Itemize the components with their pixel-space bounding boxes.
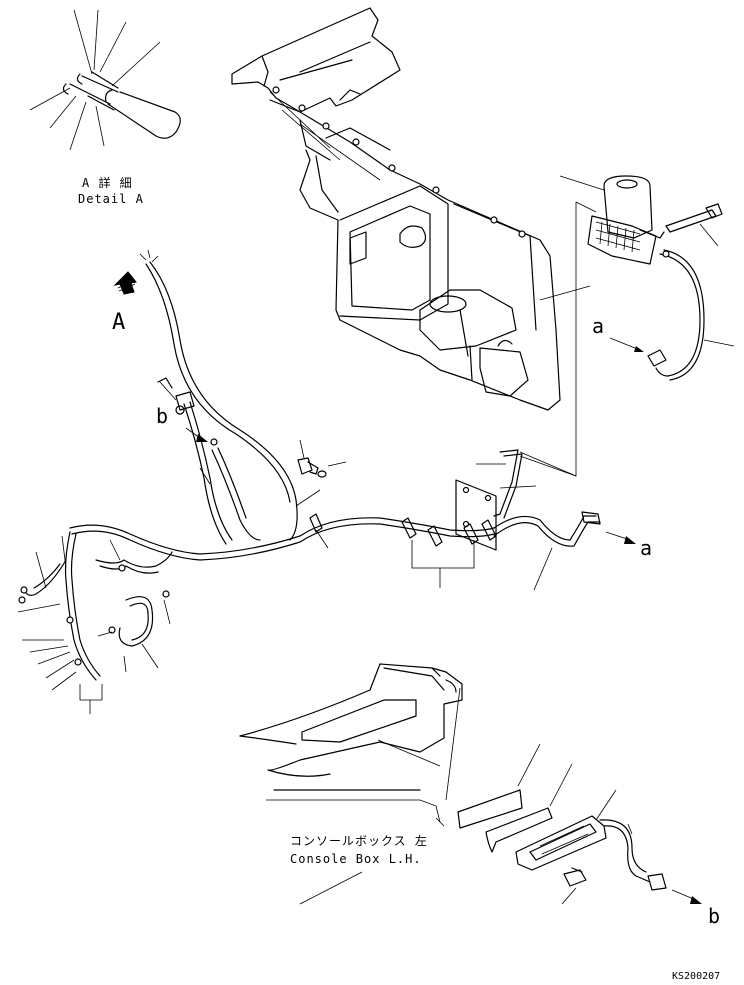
right-cable xyxy=(493,511,636,591)
buzzer-assembly xyxy=(519,175,735,477)
detail-a-title-en: Detail A xyxy=(78,192,144,206)
view-a-label: A xyxy=(112,310,126,335)
connector-a-label-top: a xyxy=(592,314,605,338)
connector-b-label-left: b xyxy=(156,404,169,428)
detail-a-drawing xyxy=(29,9,181,151)
drawing-number: KS200207 xyxy=(672,971,721,982)
console-box-label-jp: コンソールボックス 左 xyxy=(290,834,428,848)
connector-a-label-right: a xyxy=(640,536,653,560)
frame-bracket-assembly xyxy=(231,7,561,411)
connector-b-label-bottom: b xyxy=(708,904,721,928)
harness-bracket xyxy=(411,449,577,588)
console-box-label-en: Console Box L.H. xyxy=(290,852,422,866)
main-harness xyxy=(17,249,497,714)
view-arrow-a xyxy=(113,271,137,295)
console-box xyxy=(239,663,702,905)
detail-a-title-jp: A 詳 細 xyxy=(82,176,133,190)
